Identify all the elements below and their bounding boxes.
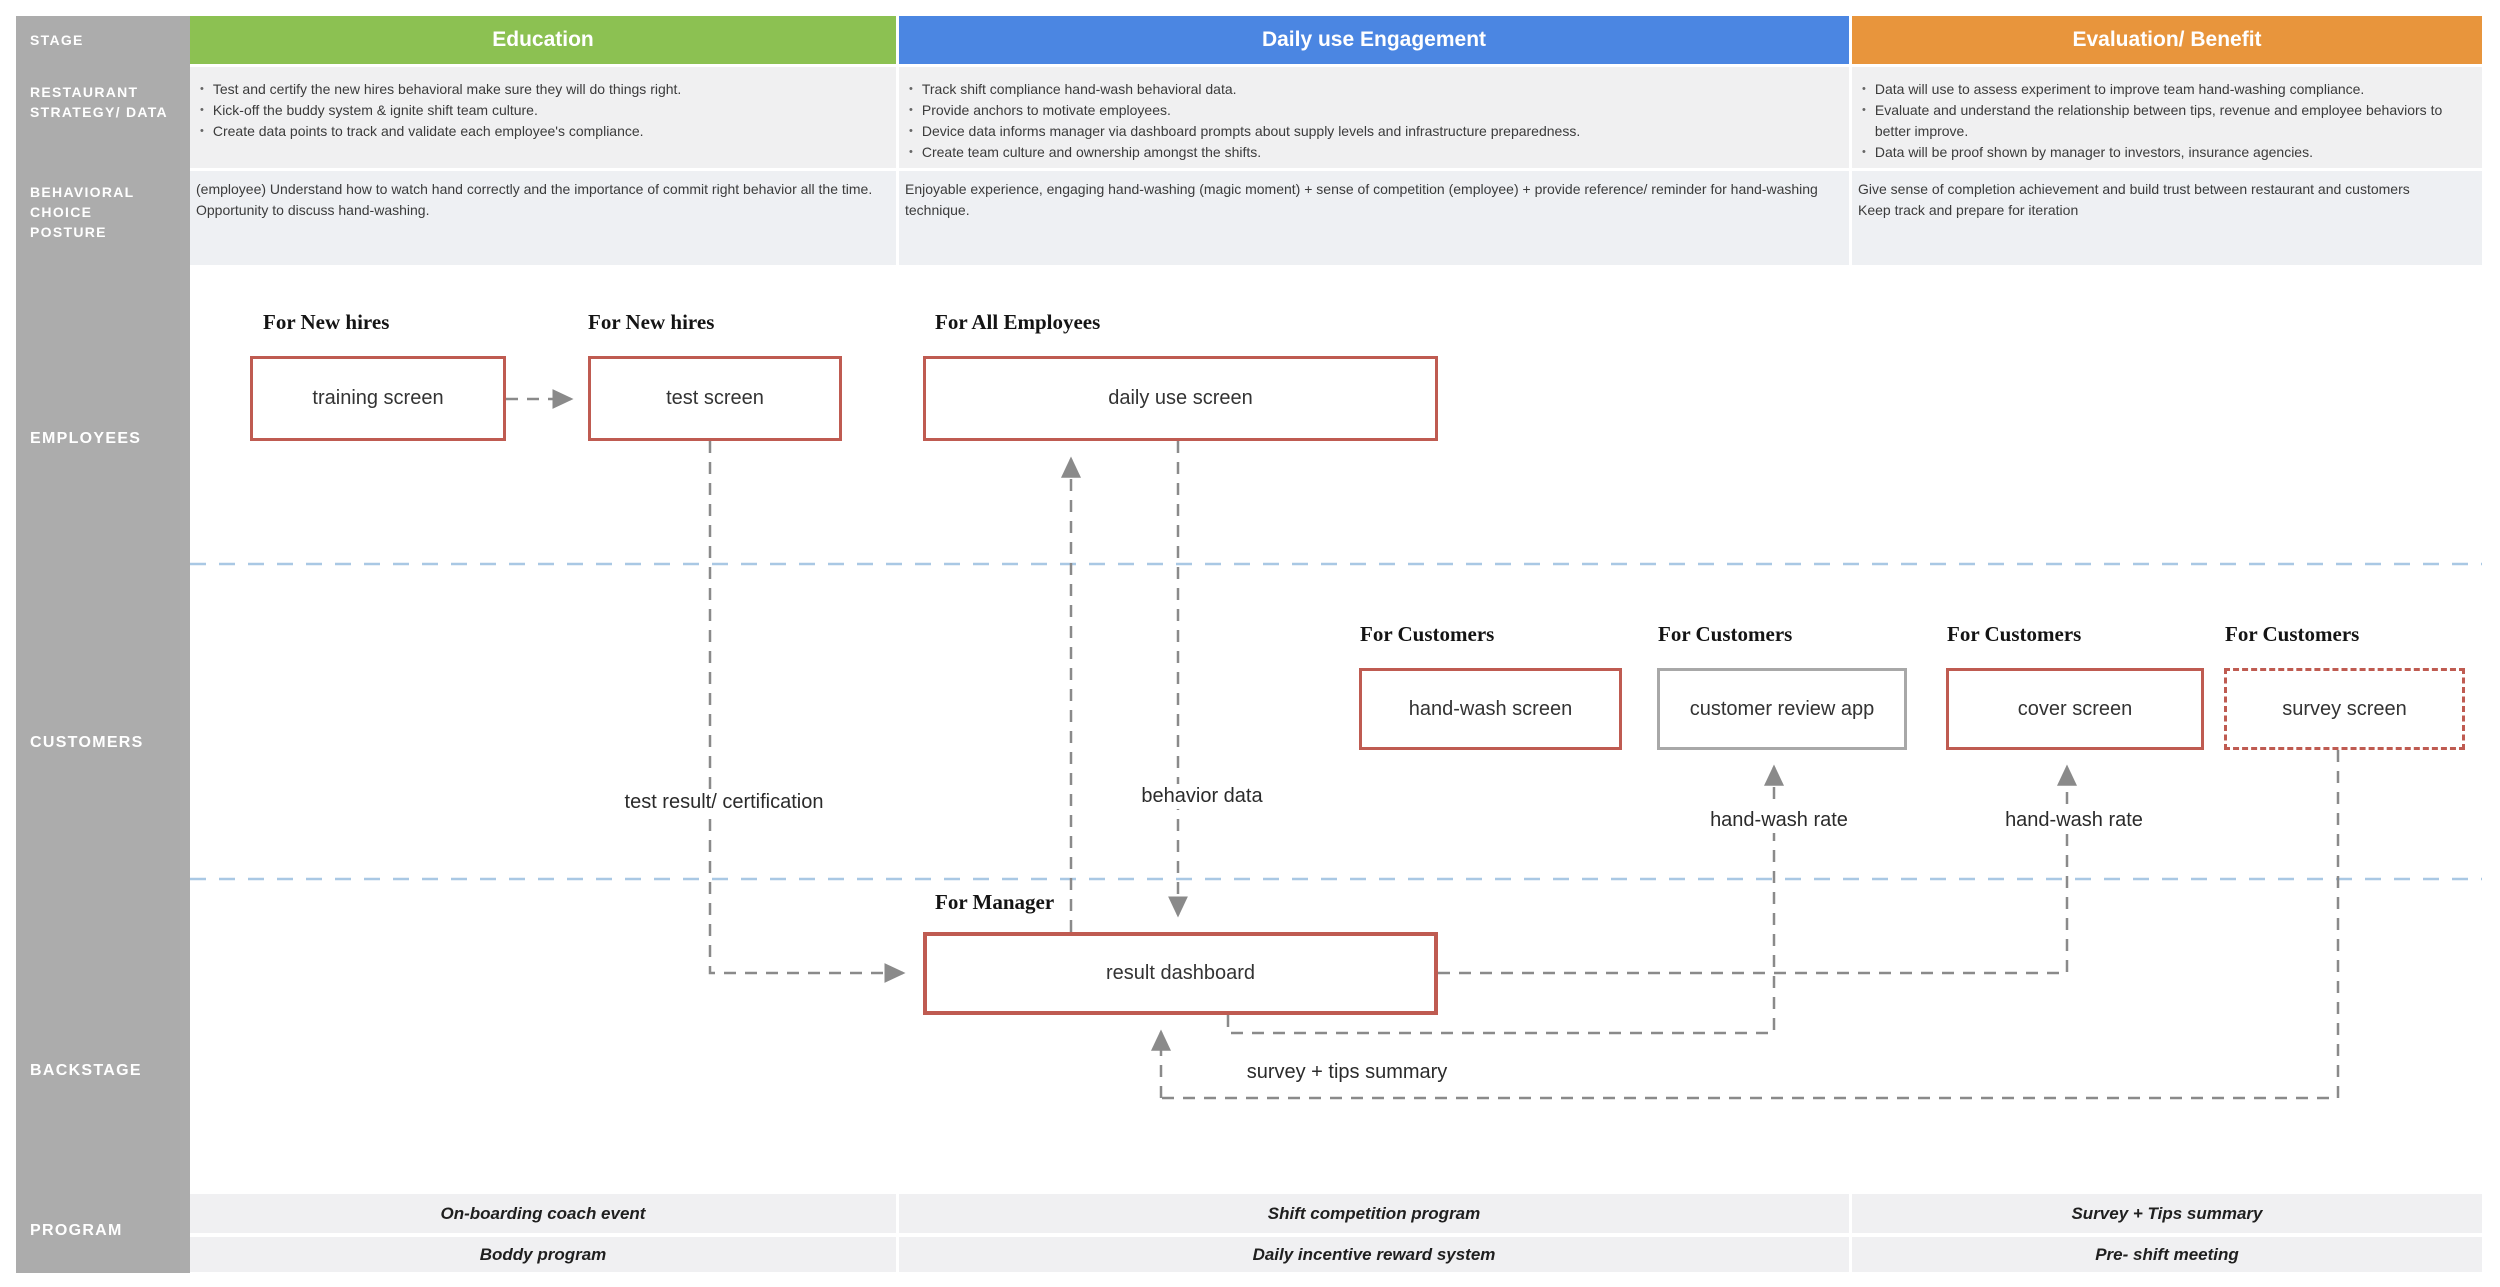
- program-cell-preshift: Pre- shift meeting: [1852, 1237, 2482, 1272]
- row-label-stage: STAGE: [30, 32, 84, 48]
- node-result-dashboard[interactable]: result dashboard: [923, 932, 1438, 1015]
- row-label-employees: EMPLOYEES: [30, 430, 142, 447]
- flow-label-test-result: test result/ certification: [619, 790, 829, 815]
- node-test-screen[interactable]: test screen: [588, 356, 842, 441]
- audience-label-test: For New hires: [588, 310, 715, 334]
- node-hand-wash-screen[interactable]: hand-wash screen: [1359, 668, 1622, 750]
- row-label-behavior: BEHAVIORAL CHOICE POSTURE: [30, 184, 135, 240]
- connector-dashboard-to-cover: [1438, 764, 2077, 975]
- connector-dashboard-to-review: [1226, 764, 1784, 1035]
- bullet-icon: •: [909, 146, 913, 158]
- audience-label-review: For Customers: [1658, 622, 1793, 646]
- strategy-cell-education: •Test and certify the new hires behavior…: [190, 67, 896, 168]
- strategy-bullet: •Provide anchors to motivate employees.: [909, 100, 1835, 121]
- stage-header-education: Education: [190, 16, 896, 64]
- row-label-customers: CUSTOMERS: [30, 734, 144, 751]
- strategy-bullet: •Data will use to assess experiment to i…: [1862, 79, 2468, 100]
- bullet-icon: •: [1862, 146, 1866, 158]
- strategy-bullet: •Data will be proof shown by manager to …: [1862, 142, 2468, 163]
- row-header-sidebar: [16, 16, 190, 1273]
- node-cover-screen[interactable]: cover screen: [1946, 668, 2204, 750]
- node-training-screen[interactable]: training screen: [250, 356, 506, 441]
- connector-survey-loop: [1161, 750, 2340, 1100]
- audience-label-survey: For Customers: [2225, 622, 2360, 646]
- bullet-icon: •: [909, 125, 913, 137]
- strategy-bullet: •Evaluate and understand the relationshi…: [1862, 100, 2468, 142]
- audience-label-hand-wash: For Customers: [1360, 622, 1495, 646]
- strategy-bullet: •Track shift compliance hand-wash behavi…: [909, 79, 1835, 100]
- node-daily-use-screen[interactable]: daily use screen: [923, 356, 1438, 441]
- program-cell-incentive: Daily incentive reward system: [899, 1237, 1849, 1272]
- program-cell-competition: Shift competition program: [899, 1194, 1849, 1233]
- bullet-icon: •: [200, 83, 204, 95]
- bullet-icon: •: [1862, 83, 1866, 95]
- audience-label-cover: For Customers: [1947, 622, 2082, 646]
- row-label-backstage: BACKSTAGE: [30, 1062, 142, 1079]
- audience-label-training: For New hires: [263, 310, 390, 334]
- row-label-strategy: RESTAURANT STRATEGY/ DATA: [30, 84, 168, 120]
- bullet-icon: •: [200, 125, 204, 137]
- strategy-bullet: •Device data informs manager via dashboa…: [909, 121, 1835, 142]
- strategy-bullet: •Create team culture and ownership among…: [909, 142, 1835, 163]
- flow-label-behavior-data: behavior data: [1136, 784, 1268, 809]
- bullet-icon: •: [909, 83, 913, 95]
- strategy-bullet: •Kick-off the buddy system & ignite shif…: [200, 100, 882, 121]
- flow-label-hand-wash-rate-2: hand-wash rate: [2000, 808, 2148, 833]
- program-cell-onboarding: On-boarding coach event: [190, 1194, 896, 1233]
- row-label-program: PROGRAM: [30, 1222, 123, 1239]
- strategy-cell-daily-use: •Track shift compliance hand-wash behavi…: [899, 67, 1849, 168]
- program-cell-boddy: Boddy program: [190, 1237, 896, 1272]
- behavior-cell-daily-use: Enjoyable experience, engaging hand-wash…: [899, 171, 1849, 265]
- bullet-icon: •: [200, 104, 204, 116]
- strategy-bullet: •Create data points to track and validat…: [200, 121, 882, 142]
- node-customer-review-app[interactable]: customer review app: [1657, 668, 1907, 750]
- audience-label-daily-use: For All Employees: [935, 310, 1101, 334]
- behavior-cell-evaluation: Give sense of completion achievement and…: [1852, 171, 2482, 265]
- audience-label-dashboard: For Manager: [935, 890, 1055, 914]
- stage-header-evaluation: Evaluation/ Benefit: [1852, 16, 2482, 64]
- flow-label-hand-wash-rate-1: hand-wash rate: [1705, 808, 1853, 833]
- bullet-icon: •: [909, 104, 913, 116]
- strategy-cell-evaluation: •Data will use to assess experiment to i…: [1852, 67, 2482, 168]
- node-survey-screen[interactable]: survey screen: [2224, 668, 2465, 750]
- connector-test-to-dashboard: [708, 441, 906, 983]
- program-cell-survey-tips: Survey + Tips summary: [1852, 1194, 2482, 1233]
- flow-label-survey-tips: survey + tips summary: [1241, 1060, 1453, 1085]
- strategy-bullet: •Test and certify the new hires behavior…: [200, 79, 882, 100]
- behavior-cell-education: (employee) Understand how to watch hand …: [190, 171, 896, 265]
- bullet-icon: •: [1862, 104, 1866, 116]
- stage-header-daily-use: Daily use Engagement: [899, 16, 1849, 64]
